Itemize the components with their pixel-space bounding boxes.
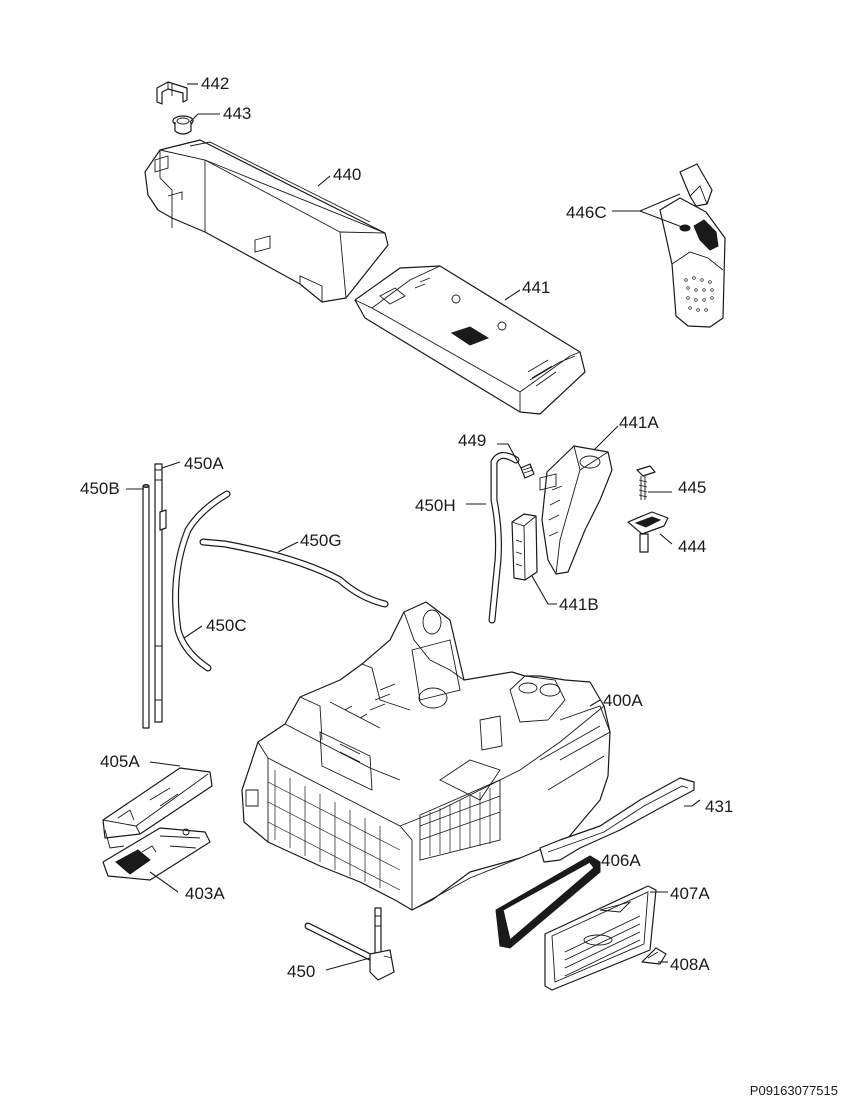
label-441: 441	[522, 278, 550, 297]
part-441-drawer[interactable]	[354, 265, 586, 415]
part-406A-seal-frame[interactable]	[495, 855, 601, 949]
label-445: 445	[678, 478, 706, 497]
part-441A-bracket[interactable]	[539, 445, 613, 575]
part-445-spring-pin[interactable]	[636, 465, 656, 500]
label-446C: 446C	[566, 203, 607, 222]
part-450H-hose[interactable]	[488, 452, 520, 624]
label-444: 444	[678, 537, 706, 556]
label-442: 442	[201, 74, 229, 93]
label-431: 431	[705, 797, 733, 816]
part-446C-softener-insert[interactable]	[659, 163, 726, 328]
label-450A: 450A	[184, 454, 224, 473]
label-440: 440	[333, 165, 361, 184]
part-431-gasket[interactable]	[539, 777, 695, 863]
label-450H: 450H	[415, 496, 456, 515]
part-450B-rod[interactable]	[142, 484, 150, 729]
part-450G-hose[interactable]	[199, 538, 389, 608]
part-407A-cover-plate[interactable]	[544, 885, 657, 991]
part-450-hose[interactable]	[304, 907, 395, 981]
reference-code: P09163077515	[750, 1083, 838, 1098]
part-443-ring[interactable]	[172, 115, 194, 135]
part-450A-rod[interactable]	[154, 463, 167, 723]
part-444-lever[interactable]	[627, 511, 669, 553]
label-450G: 450G	[300, 531, 342, 550]
part-400A-base-frame[interactable]	[241, 601, 611, 911]
part-450C-hose[interactable]	[172, 490, 231, 672]
label-403A: 403A	[185, 884, 225, 903]
label-450B: 450B	[80, 479, 120, 498]
label-400A: 400A	[603, 691, 643, 710]
part-440-dispenser-housing[interactable]	[144, 139, 389, 303]
part-403A-base-plate[interactable]	[102, 827, 211, 881]
leader-lines	[126, 83, 701, 971]
label-441B: 441B	[559, 595, 599, 614]
part-408A-flap[interactable]	[641, 947, 667, 965]
part-labels: 442 443 440 441 446C 441A 449 445 450H 4…	[80, 74, 733, 981]
part-442-clip[interactable]	[156, 81, 188, 105]
label-450: 450	[287, 962, 315, 981]
label-405A: 405A	[100, 752, 140, 771]
part-405A-cover[interactable]	[102, 767, 213, 849]
label-443: 443	[223, 104, 251, 123]
part-441B-valve-block[interactable]	[511, 513, 538, 581]
label-450C: 450C	[206, 616, 247, 635]
part-449-connector[interactable]	[520, 463, 535, 479]
label-441A: 441A	[619, 413, 659, 432]
label-406A: 406A	[601, 851, 641, 870]
label-449: 449	[458, 431, 486, 450]
label-407A: 407A	[670, 884, 710, 903]
label-408A: 408A	[670, 955, 710, 974]
